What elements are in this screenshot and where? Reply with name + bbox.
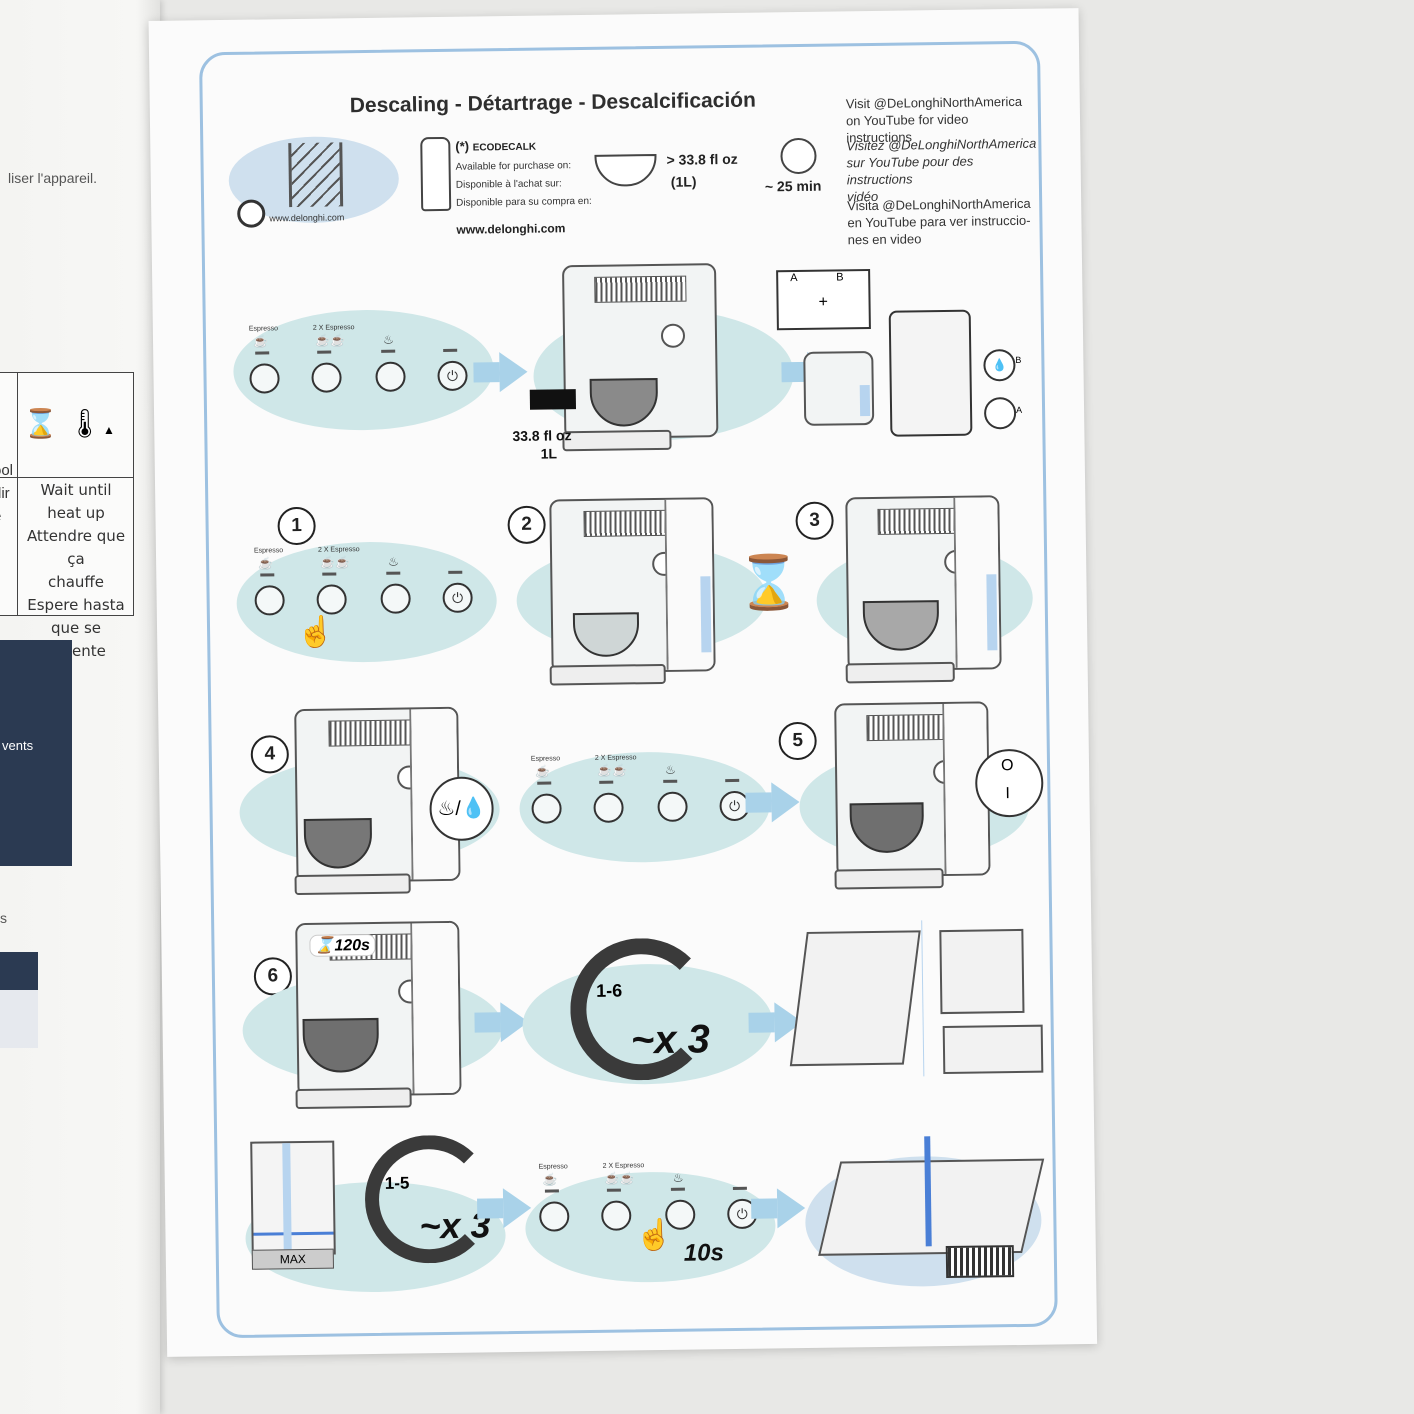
espresso-button[interactable] xyxy=(531,793,562,824)
steam-icon: ♨ xyxy=(664,762,676,777)
descaler-bottle-icon xyxy=(420,136,452,212)
scale-buildup-icon xyxy=(288,142,344,208)
dark-panel-text: vents xyxy=(2,738,34,753)
steam-icon: ♨ xyxy=(388,554,399,569)
espresso-button[interactable] xyxy=(254,585,285,616)
left-fragment: ool xyxy=(0,462,14,479)
hourglass-icon: ⌛ xyxy=(314,937,335,955)
instruction-page: Descaling - Détartrage - Descalcificació… xyxy=(148,8,1098,1357)
double-espresso-button[interactable] xyxy=(316,584,347,615)
double-espresso-button[interactable] xyxy=(593,792,624,823)
quantity-metric-text: 1L xyxy=(540,445,558,462)
triangle-up-icon: ▲ xyxy=(103,423,115,437)
black-arrow-icon xyxy=(529,389,577,410)
steam-button[interactable] xyxy=(380,583,411,614)
double-espresso-button[interactable] xyxy=(311,362,342,393)
volume-text: > 33.8 fl oz xyxy=(666,150,738,168)
coffee-machine-illustration xyxy=(845,495,1002,684)
quantity-text: 33.8 fl oz xyxy=(512,427,572,445)
rinse-tank-illustration xyxy=(939,928,1025,1015)
left-page-dark-panel-2: e xyxy=(0,952,38,1048)
steam-button[interactable] xyxy=(375,361,406,392)
repeat-range: 1-6 xyxy=(595,980,623,1001)
hourglass-icon: ⌛ xyxy=(736,553,802,613)
left-page-table: ⌛ 🌡 ▲ ool dir e Wait until heat up Atten… xyxy=(0,372,134,660)
espresso-cup-icon: ☕ xyxy=(542,1172,558,1187)
arrow-right-icon xyxy=(499,351,528,393)
timer-badge: ⌛120s xyxy=(309,933,376,957)
empty-tray-illustration xyxy=(789,930,921,1067)
duration-text: ~ 25 min xyxy=(764,177,822,195)
thermometer-icon: 🌡 xyxy=(67,408,103,439)
left-fragment: e xyxy=(0,505,13,528)
left-page-dark-panel: vents xyxy=(0,640,72,866)
coffee-machine-illustration xyxy=(834,701,991,890)
volume-metric-text: (1L) xyxy=(670,173,697,190)
drip-tray-illustration xyxy=(942,1024,1044,1075)
repeat-range: 1-5 xyxy=(384,1173,410,1193)
max-label: MAX xyxy=(251,1248,334,1270)
double-cup-icon: ☕☕ xyxy=(596,763,628,778)
product-name: (*) ECODECALK xyxy=(455,138,537,154)
hourglass-icon: ⌛ xyxy=(23,408,58,439)
repeat-count: ~x 3 xyxy=(630,1017,711,1063)
steam-button[interactable] xyxy=(657,791,688,823)
small-machine-illustration xyxy=(803,350,875,426)
control-panel-blinking: Espresso 2 X Espresso ☕ ☕☕ ♨ ⏻ xyxy=(531,753,762,846)
website-link[interactable]: www.delonghi.com xyxy=(456,221,566,237)
double-espresso-button[interactable] xyxy=(601,1200,632,1231)
website-small-text: www.delonghi.com xyxy=(269,212,345,224)
espresso-button[interactable] xyxy=(249,363,280,394)
control-panel: Espresso 2 X Espresso ☕ ☕☕ ♨ ⏻ xyxy=(249,322,480,415)
availability-text: Available for purchase on:Disponible à l… xyxy=(455,160,592,209)
double-cup-icon: ☕☕ xyxy=(314,333,346,348)
water-tank-illustration xyxy=(250,1140,336,1256)
power-button[interactable]: ⏻ xyxy=(437,360,468,392)
power-button[interactable]: ⏻ xyxy=(442,582,473,613)
espresso-button[interactable] xyxy=(539,1201,570,1232)
espresso-cup-icon: ☕ xyxy=(252,334,269,349)
steam-icon: ♨ xyxy=(382,332,394,347)
drip-grill-illustration xyxy=(945,1245,1015,1279)
finger-press-icon: ☝ xyxy=(296,615,335,650)
left-page: liser l'appareil. ⌛ 🌡 ▲ ool dir e Wait u… xyxy=(0,0,160,1414)
espresso-cup-icon: ☕ xyxy=(258,556,274,571)
double-cup-icon: ☕☕ xyxy=(604,1171,635,1186)
finger-press-icon: ☝ xyxy=(635,1218,674,1253)
steam-icon: ♨ xyxy=(672,1170,684,1185)
hold-time: 10s xyxy=(683,1239,725,1267)
left-fragment: dir xyxy=(0,485,10,502)
left-fragment-s: s xyxy=(0,910,7,926)
double-cup-icon: ☕☕ xyxy=(320,555,351,570)
espresso-cup-icon: ☕ xyxy=(534,764,551,779)
water-tank-illustration xyxy=(888,309,973,437)
water-mix-box: A B + xyxy=(776,268,871,331)
control-panel-step-1: Espresso 2 X Espresso ☕ ☕☕ ♨ ⏻ xyxy=(254,544,485,637)
coffee-machine-illustration xyxy=(549,497,716,686)
left-page-top-text: liser l'appareil. xyxy=(8,170,98,186)
wait-heat-text: Wait until heat up Attendre que ça chauf… xyxy=(26,481,126,660)
